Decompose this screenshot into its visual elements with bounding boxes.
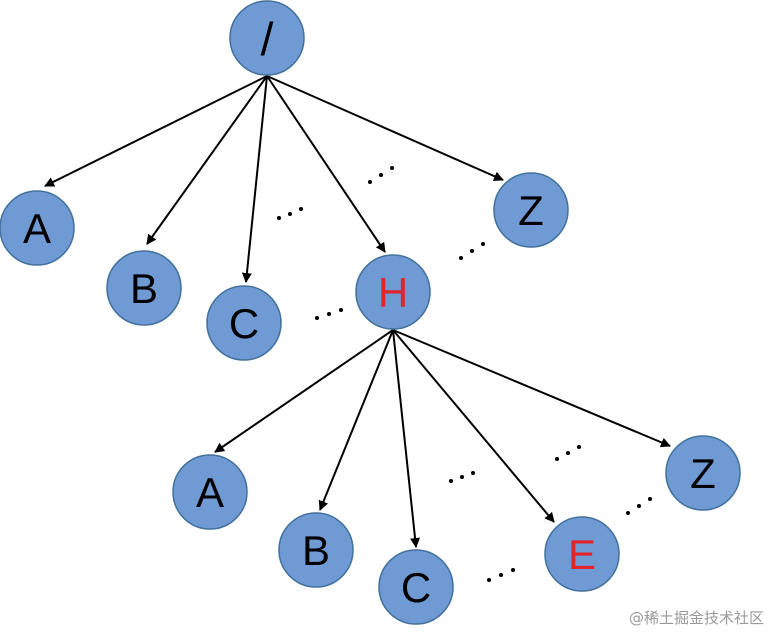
node-l1-a: A xyxy=(0,190,75,266)
node-l1-h: H xyxy=(355,254,431,330)
edge-root-z xyxy=(266,75,504,181)
ellipsis-lower-4 xyxy=(626,497,652,515)
ellipsis-lower-2 xyxy=(555,445,581,461)
node-l2-a-label: A xyxy=(196,469,224,516)
node-root: / xyxy=(229,0,305,76)
ellipsis-upper-4 xyxy=(459,242,485,260)
ellipsis-upper-1 xyxy=(277,207,303,220)
edge-h-e xyxy=(392,329,555,523)
edge-root-c xyxy=(241,75,268,283)
edge-h-b xyxy=(318,329,394,511)
node-root-label: / xyxy=(261,13,274,65)
edge-h-z xyxy=(392,329,671,448)
ellipsis-lower-3 xyxy=(487,568,515,582)
node-l2-b-label: B xyxy=(302,527,330,574)
node-l2-c-label: C xyxy=(401,564,431,611)
node-l2-z: Z xyxy=(665,435,741,511)
node-l2-c: C xyxy=(378,549,454,625)
node-l1-h-label: H xyxy=(378,269,408,316)
node-l2-e: E xyxy=(544,516,620,592)
node-l1-b: B xyxy=(106,250,182,326)
edge-root-b xyxy=(146,75,268,245)
edge-root-h xyxy=(266,75,386,253)
edge-h-c xyxy=(392,329,421,548)
node-l2-z-label: Z xyxy=(690,450,716,497)
ellipsis-upper-3 xyxy=(315,308,343,320)
ellipsis-lower-1 xyxy=(449,471,475,483)
node-l1-z-label: Z xyxy=(518,187,544,234)
edge-root-a xyxy=(44,75,268,187)
node-l2-e-label: E xyxy=(568,531,596,578)
node-l1-c: C xyxy=(206,285,282,361)
node-l1-c-label: C xyxy=(229,300,259,347)
node-l1-z: Z xyxy=(493,172,569,248)
edge-h-a xyxy=(214,329,394,453)
node-l1-b-label: B xyxy=(130,265,158,312)
node-l2-b: B xyxy=(278,512,354,588)
node-l2-a: A xyxy=(172,454,248,530)
watermark-text: @稀土掘金技术社区 xyxy=(628,609,764,627)
node-l1-a-label: A xyxy=(23,205,51,252)
ellipsis-upper-2 xyxy=(368,166,394,184)
